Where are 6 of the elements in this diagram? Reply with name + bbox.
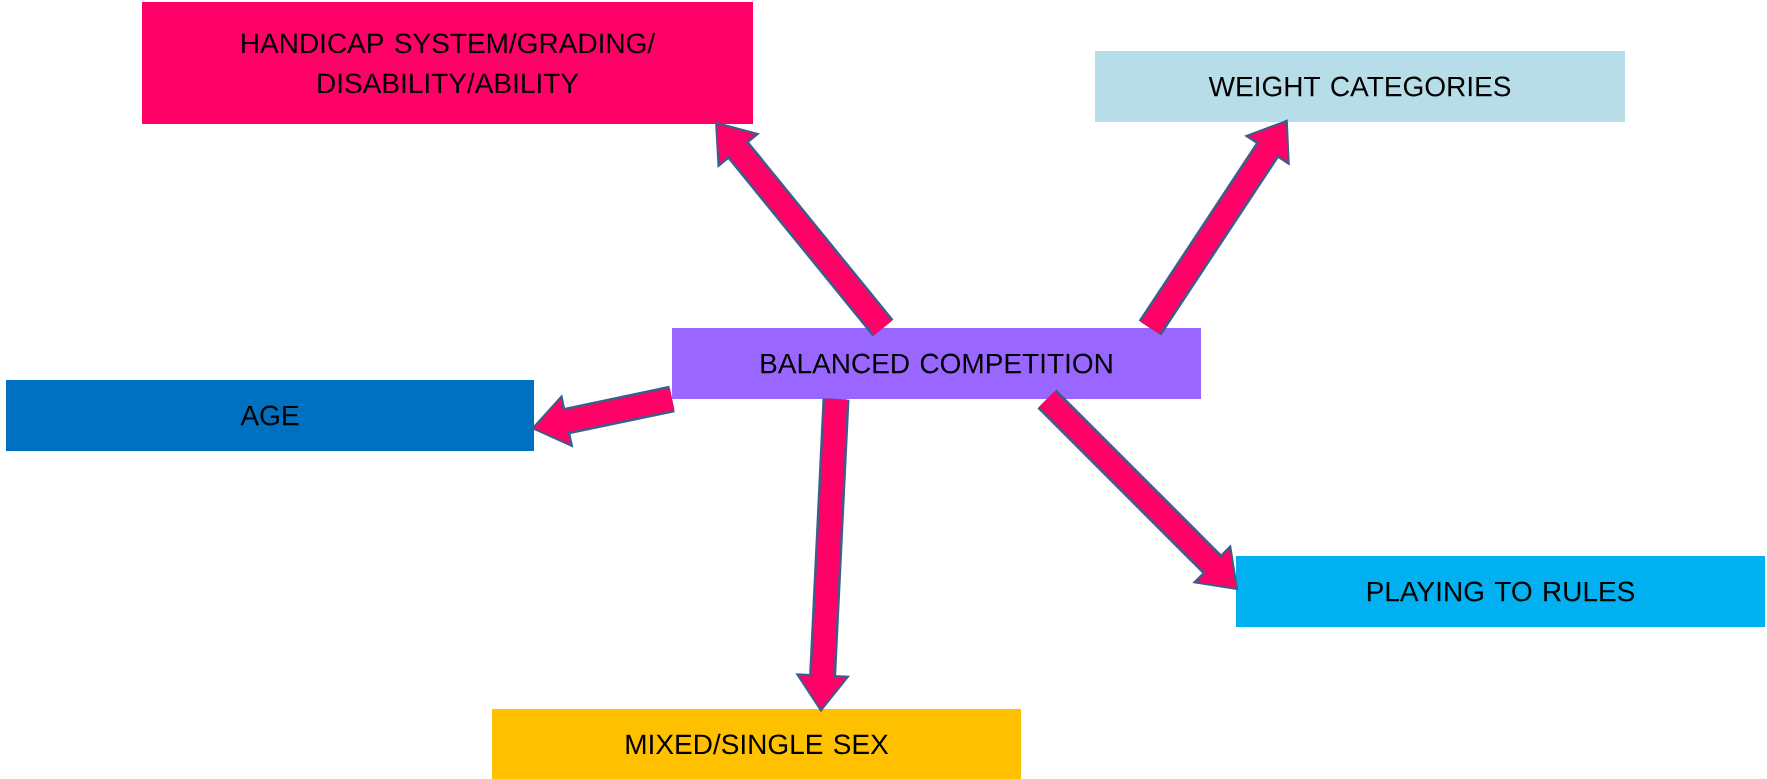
label-box: AGE: [6, 380, 534, 451]
label-box: HANDICAP SYSTEM/GRADING/ DISABILITY/ABILITY: [142, 2, 753, 124]
label-box: BALANCED COMPETITION: [672, 328, 1201, 399]
label-box: MIXED/SINGLE SEX: [492, 709, 1021, 779]
label-box: WEIGHT CATEGORIES: [1095, 51, 1625, 122]
label-box: PLAYING TO RULES: [1236, 556, 1765, 627]
